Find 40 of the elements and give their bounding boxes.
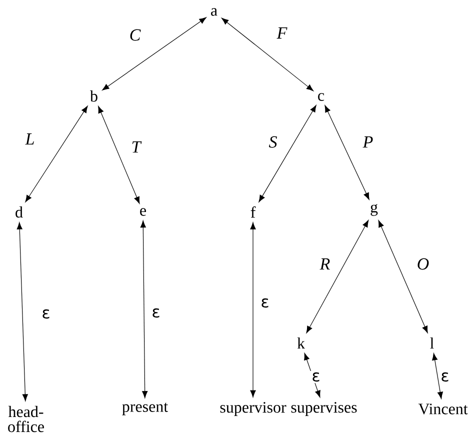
- node-letter: k: [297, 337, 305, 349]
- node-letter: f: [250, 206, 256, 218]
- edge-label: R: [318, 256, 332, 272]
- node-letter: b: [90, 90, 98, 102]
- leaf-word: supervises: [291, 402, 357, 416]
- edge-label: ε: [150, 306, 162, 320]
- arrow: [258, 105, 316, 202]
- node-letter: g: [370, 204, 378, 216]
- node-letter: l: [430, 337, 434, 349]
- arrow: [250, 222, 256, 398]
- arrow: [378, 220, 428, 334]
- arrow: [324, 105, 370, 200]
- arrow: [140, 220, 148, 398]
- edge-label: P: [361, 134, 375, 150]
- edge-label: L: [24, 132, 36, 146]
- arrow: [304, 353, 320, 398]
- edge-label: ε: [40, 308, 52, 320]
- node-letter: a: [211, 8, 218, 16]
- arrow: [102, 17, 206, 90]
- arrow: [98, 106, 140, 204]
- node-letter: e: [140, 208, 146, 216]
- arrow: [25, 106, 88, 202]
- leaf-word: Vincent: [418, 404, 468, 414]
- arrow: [16, 222, 28, 402]
- leaf-word: present: [122, 402, 168, 416]
- arrow: [306, 220, 369, 334]
- arrow: [432, 353, 443, 399]
- edge-label: T: [130, 140, 142, 154]
- leaf-word: head-office: [8, 406, 44, 432]
- edge-label: ε: [310, 370, 322, 384]
- edge-label: O: [415, 256, 431, 272]
- leaf-word: supervisor: [220, 402, 286, 416]
- edge-label: C: [128, 28, 142, 42]
- edge-label: ε: [259, 296, 271, 310]
- edge-label: F: [275, 26, 289, 40]
- arrow: [221, 18, 314, 92]
- node-letter: d: [16, 206, 23, 218]
- edge-label: S: [267, 134, 279, 150]
- edge-label: ε: [439, 370, 451, 384]
- node-letter: c: [318, 93, 324, 101]
